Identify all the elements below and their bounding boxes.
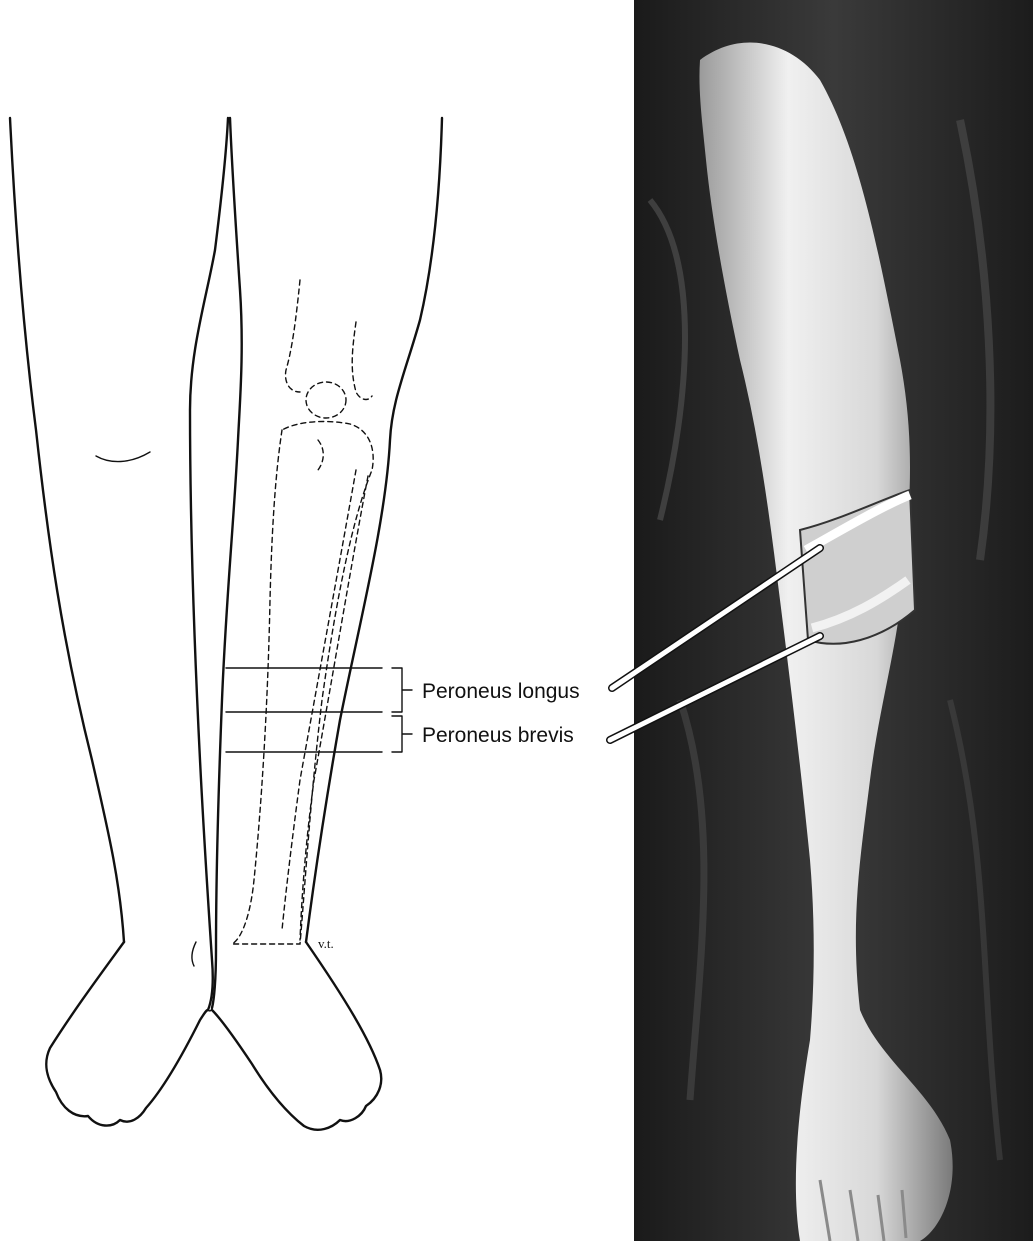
right-foot-outline [212,942,381,1130]
fibula-dashed-outline [282,470,368,940]
patella-dashed-outline [306,382,346,418]
bracket-peroneus-longus [392,668,412,712]
right-leg-outer-outline [306,118,442,942]
label-peroneus-brevis: Peroneus brevis [422,724,574,747]
incision-marks [226,668,412,752]
left-foot-ankle-mark [192,942,196,966]
left-foot-outline [46,942,208,1126]
leg-line-drawing: Peroneus longus Peroneus brevis v.t. [10,118,580,1130]
cadaver-leg-photograph [634,0,1033,1241]
label-peroneus-longus: Peroneus longus [422,680,580,703]
left-leg-inner-outline [190,118,228,1010]
tibia-tubercle-dashed [318,440,323,470]
left-knee-crease [96,452,150,462]
bracket-peroneus-brevis [392,716,412,752]
tibia-dashed-outline [232,422,373,944]
artist-initials: v.t. [318,936,334,951]
left-leg-outer-outline [10,118,124,942]
right-leg-inner-outline [212,118,242,1008]
